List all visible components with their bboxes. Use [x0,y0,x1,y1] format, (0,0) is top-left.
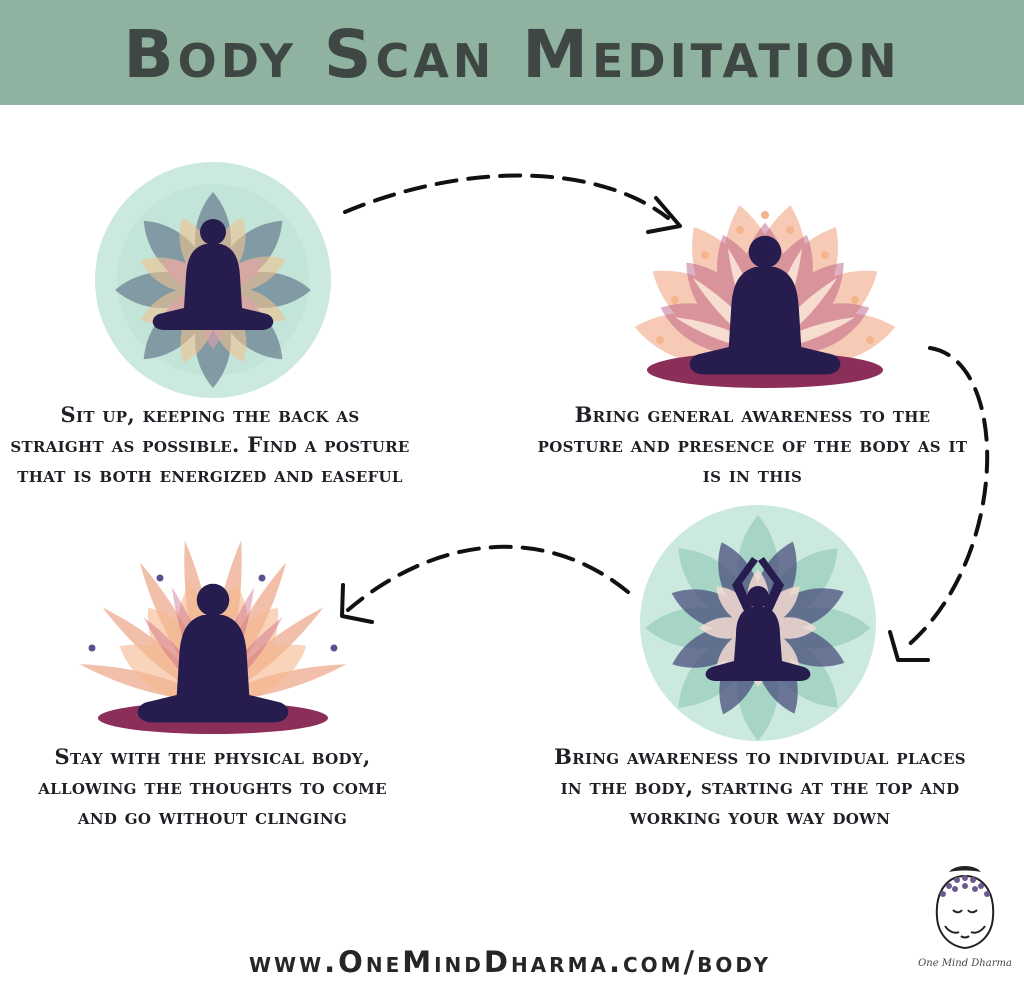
website-url-link[interactable]: www.OneMindDharma.com/body [248,945,772,979]
arrow-step1-to-step2 [343,173,670,220]
meditation-figure-2-icon [630,200,900,388]
step-4-caption: Stay with the physical body, allowing th… [38,744,387,829]
buddha-logo-icon [935,866,995,950]
arrowhead-2-icon [888,630,930,662]
arrow-step2-to-step3 [903,346,990,650]
step-1-caption: Sit up, keeping the back as straight as … [10,402,410,487]
arrowhead-3-icon [340,583,374,624]
meditation-figure-4-icon [77,538,349,734]
arrow-step3-to-step4 [346,544,630,612]
cycle-arrows [343,173,990,650]
meditation-figure-1-icon [95,162,331,398]
logo-text: One Mind Dharma [918,958,1012,969]
header-banner [0,0,1024,105]
arrowhead-1-icon [646,196,682,234]
page-title: Body Scan Meditation [123,16,901,93]
step-2-caption: Bring general awareness to the posture a… [537,402,968,487]
meditation-figure-3-icon [640,505,876,741]
step-3-caption: Bring awareness to individual places in … [554,744,966,829]
